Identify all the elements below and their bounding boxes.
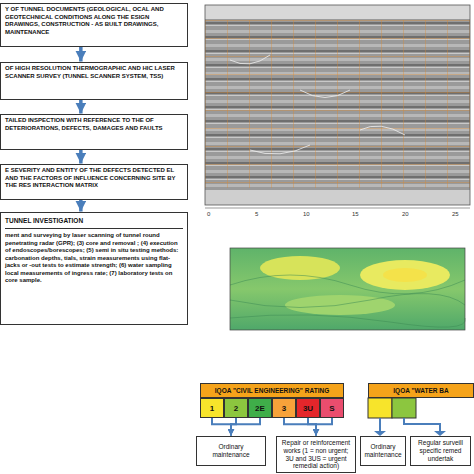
axis-number: 20	[402, 211, 409, 217]
scan-background	[205, 5, 470, 205]
box-text: Ordinary maintenance	[200, 443, 262, 459]
action-box: Ordinary maintenance	[360, 436, 406, 466]
scan-frame	[205, 5, 470, 205]
axis-number: 0	[207, 211, 210, 217]
action-box: Repair or reinforcement works (1 = non u…	[276, 436, 356, 473]
process-box: E SEVERITY AND ENTITY OF THE DEFECTS DET…	[0, 164, 188, 200]
flow-arrow	[284, 418, 316, 436]
box-text: S	[329, 404, 334, 413]
axis-number: 25	[452, 211, 459, 217]
box-text: Regular surveill specific remed undertak	[414, 439, 467, 462]
box-text: TAILED INSPECTION WITH REFERENCE TO THE …	[5, 117, 183, 132]
contour-zone	[360, 260, 450, 290]
contour-zone	[383, 268, 427, 282]
contour-zone	[260, 256, 340, 280]
action-box: Regular surveill specific remed undertak	[410, 436, 471, 466]
rating-cell: 3U	[296, 398, 320, 418]
water-rating-cells	[368, 398, 416, 418]
box-text: Y OF TUNNEL DOCUMENTS (GEOLOGICAL, OCAL …	[5, 6, 183, 36]
flow-arrow	[316, 418, 332, 436]
box-text: 2E	[255, 404, 265, 413]
crack-marks	[230, 55, 405, 154]
contour-lines	[230, 275, 465, 327]
contour-plot	[230, 248, 465, 330]
scanner-image	[205, 5, 470, 208]
flow-arrow	[79, 100, 83, 114]
flow-arrow	[79, 47, 83, 62]
rating-cell: 2	[224, 398, 248, 418]
rating-cell: S	[320, 398, 344, 418]
box-text: OF HIGH RESOLUTION THERMOGRAPHIC AND HIC…	[5, 65, 183, 80]
box-text: 3	[282, 404, 286, 413]
box-text: E SEVERITY AND ENTITY OF THE DEFECTS DET…	[5, 167, 183, 190]
flow-arrow	[79, 200, 83, 212]
rating-cell: 3	[272, 398, 296, 418]
rating-arrow	[379, 418, 381, 431]
rating-cell	[368, 398, 392, 418]
contour-frame	[230, 248, 465, 330]
box-text: IQOA "WATER BA	[393, 387, 448, 394]
process-box: TUNNEL INVESTIGATION ment and surveying b…	[0, 212, 188, 325]
scan-band	[205, 190, 470, 205]
box-text: 2	[234, 404, 238, 413]
process-box: TAILED INSPECTION WITH REFERENCE TO THE …	[0, 114, 188, 150]
box-text: ment and surveying by laser scanning of …	[5, 232, 183, 285]
box-text: Repair or reinforcement works (1 = non u…	[280, 439, 352, 470]
rating-cell: 1	[200, 398, 224, 418]
box-text: Ordinary maintenance	[364, 443, 402, 459]
box-heading: TUNNEL INVESTIGATION	[5, 215, 183, 229]
axis-number: 15	[352, 211, 359, 217]
rating-header: IQOA "WATER BA	[368, 383, 474, 398]
process-box: OF HIGH RESOLUTION THERMOGRAPHIC AND HIC…	[0, 62, 188, 100]
scan-band	[205, 5, 470, 19]
rating-header: IQOA "CIVIL ENGINEERING" RATING	[200, 383, 344, 398]
axis-line	[205, 208, 470, 209]
axis-number: 10	[303, 211, 310, 217]
flow-arrow	[308, 418, 316, 436]
axis-number: 5	[255, 211, 258, 217]
flow-arrow	[79, 150, 83, 164]
box-text: 1	[210, 404, 214, 413]
flow-arrow	[212, 418, 231, 436]
scan-grid	[205, 20, 470, 188]
process-box: Y OF TUNNEL DOCUMENTS (GEOLOGICAL, OCAL …	[0, 3, 188, 47]
flow-arrow	[231, 418, 260, 436]
box-text: IQOA "CIVIL ENGINEERING" RATING	[215, 387, 329, 394]
rating-cell: 2E	[248, 398, 272, 418]
box-text: 3U	[303, 404, 313, 413]
water-rating-arrows	[374, 418, 446, 436]
rating-cell	[392, 398, 416, 418]
rating-arrow	[404, 418, 440, 431]
action-box: Ordinary maintenance	[196, 436, 266, 466]
contour-ground	[230, 248, 465, 330]
